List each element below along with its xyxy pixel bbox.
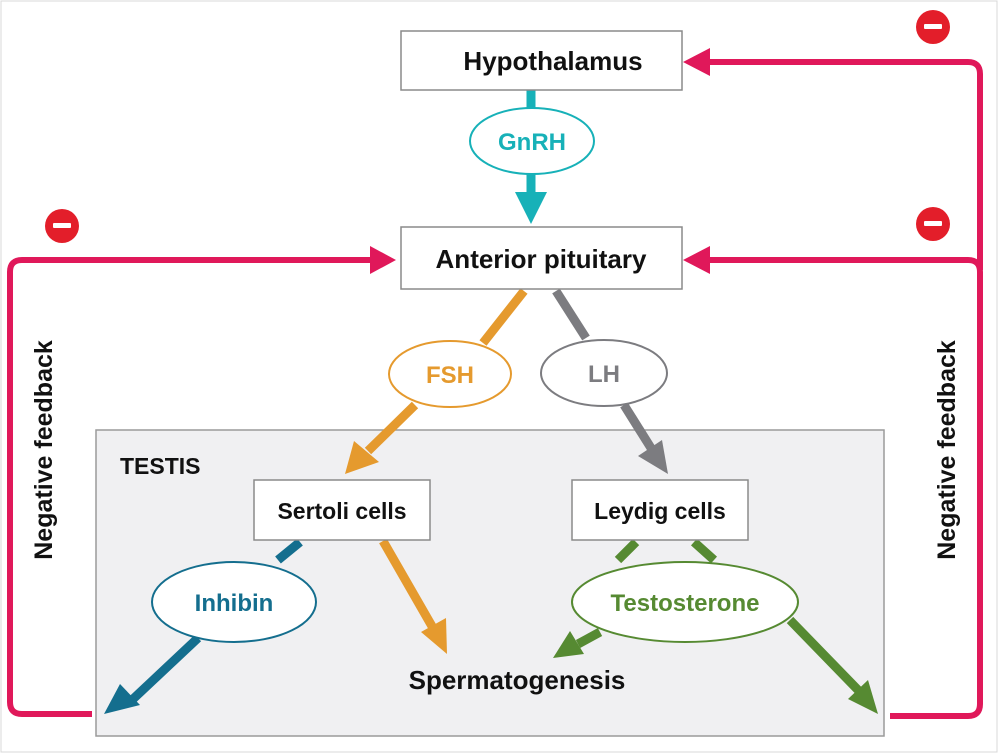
right-feedback-arrowhead-pituitary bbox=[683, 246, 710, 274]
hypothalamus-label: Hypothalamus bbox=[463, 46, 642, 76]
fsh-ellipse: FSH bbox=[388, 340, 512, 408]
minus-icon bbox=[53, 223, 71, 228]
inhibin-arrow bbox=[104, 538, 303, 714]
gnrh-arrow bbox=[515, 90, 547, 224]
minus-badge-right bbox=[916, 207, 950, 241]
minus-icon bbox=[924, 24, 942, 29]
fsh-arrow bbox=[345, 288, 528, 474]
minus-badge-left bbox=[45, 209, 79, 243]
leydig-cells-label: Leydig cells bbox=[594, 498, 726, 524]
lh-label: LH bbox=[588, 361, 620, 388]
minus-badge-top-right bbox=[916, 10, 950, 44]
testis-label: TESTIS bbox=[120, 453, 201, 479]
left-feedback-line bbox=[7, 257, 372, 717]
hypothalamus-box: Hypothalamus bbox=[400, 30, 683, 91]
spermatogenesis-label: Spermatogenesis bbox=[409, 665, 626, 695]
gnrh-label: GnRH bbox=[498, 129, 566, 156]
inhibin-ellipse: Inhibin bbox=[151, 561, 317, 643]
sertoli-cells-label: Sertoli cells bbox=[277, 498, 406, 524]
left-feedback-arrowhead bbox=[370, 246, 396, 274]
anterior-pituitary-label: Anterior pituitary bbox=[436, 244, 647, 274]
leydig-cells-box: Leydig cells bbox=[571, 479, 749, 541]
negative-feedback-label-right: Negative feedback bbox=[933, 340, 961, 560]
testosterone-label: Testosterone bbox=[611, 590, 760, 617]
lh-arrow bbox=[552, 288, 668, 474]
sertoli-cells-box: Sertoli cells bbox=[253, 479, 431, 541]
anterior-pituitary-box: Anterior pituitary bbox=[400, 226, 683, 290]
minus-icon bbox=[924, 221, 942, 226]
testosterone-ellipse: Testosterone bbox=[571, 561, 799, 643]
negative-feedback-label-left: Negative feedback bbox=[30, 340, 58, 560]
feedback-arrows bbox=[7, 48, 983, 719]
right-feedback-line-hypothalamus bbox=[708, 59, 983, 270]
sertoli-to-spermatogenesis-arrow bbox=[379, 538, 447, 654]
fsh-label: FSH bbox=[426, 362, 474, 389]
lh-ellipse: LH bbox=[540, 339, 668, 407]
testosterone-arrows bbox=[553, 538, 878, 714]
inhibin-label: Inhibin bbox=[195, 590, 274, 617]
right-feedback-line-pituitary bbox=[708, 257, 983, 719]
gnrh-ellipse: GnRH bbox=[469, 107, 595, 175]
right-feedback-arrowhead-hypothalamus bbox=[683, 48, 710, 76]
